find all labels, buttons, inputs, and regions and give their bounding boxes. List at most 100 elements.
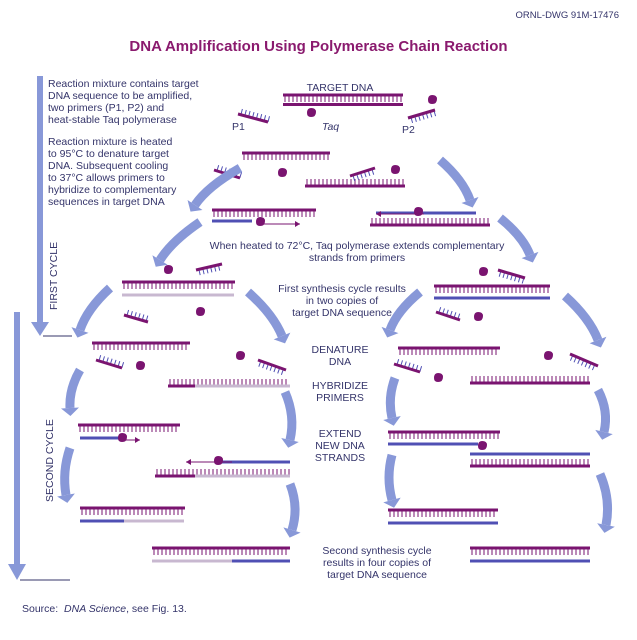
flow-arrow [60,446,75,496]
flow-arrow-head [57,493,75,503]
taq-polymerase-blob [164,265,173,274]
flow-arrow-head [283,527,301,538]
flow-arrow [65,367,84,409]
step3-line: When heated to 72°C, Taq polymerase exte… [209,240,505,252]
polymerase-direction-arrow-head [186,459,191,465]
primer-p2 [497,268,526,280]
taq-polymerase-blob [136,361,145,370]
flow-arrow [561,292,603,342]
source-prefix: Source: [22,603,59,615]
flow-arrow [385,376,400,419]
dna-strand-bases [471,376,589,383]
primer-p1 [95,358,123,370]
dna-strand-bases [435,286,549,293]
dna-strand [398,346,500,350]
flow-arrow-head [521,251,539,263]
primer-segment [388,442,478,446]
step4-line: target DNA sequence [292,307,392,319]
primer-segment [376,211,476,215]
new-dna-strand [152,559,232,563]
flow-arrow-head [461,197,479,208]
step5-line: Second synthesis cycle [322,545,432,557]
dna-strand [122,280,235,284]
primer-p1-bases [438,307,461,320]
dna-strand-bases [81,508,183,515]
taq-polymerase-blob [544,351,553,360]
taq-polymerase-blob [479,267,488,276]
dna-strand-bases [243,153,329,160]
step3-line: strands from primers [308,252,406,264]
step1-line: heat-stable Taq polymerase [48,114,177,126]
taq-polymerase-blob [414,207,423,216]
taq-polymerase-blob [196,307,205,316]
primer-p2-bases [258,360,284,375]
step2-line: Reaction mixture is heated [48,136,173,148]
primer-p2-bases [498,270,525,284]
step4-text: First synthesis cycle results in two cop… [262,283,422,319]
dna-strand-bases [93,343,187,350]
dna-strand-bases [213,210,315,217]
primer-segment [470,452,590,456]
dna-strand-bases [284,95,402,102]
polymerase-direction-arrow-head [376,211,381,217]
taq-polymerase-blob [256,217,265,226]
dna-strand-bases [156,469,290,476]
primer-p1 [435,310,461,322]
first-cycle-label: FIRST CYCLE [48,241,60,310]
dna-strand-bases [306,179,404,186]
second-cycle-arrowhead [8,564,26,580]
flow-arrow [191,164,243,208]
dna-strand [370,223,490,227]
new-dna-strand [195,384,290,388]
flow-arrow-head [383,497,401,508]
source-work: DNA Science [64,603,127,615]
hybridize-line: HYBRIDIZE [311,380,368,392]
first-cycle-bar [37,76,43,326]
primer-p1-label: P1 [232,121,245,133]
taq-polymerase-blob [307,108,316,117]
dna-strand [470,464,590,468]
primer-p1-bases [396,359,423,373]
primer-p1 [393,362,421,374]
step2-line: to 37°C allows primers to [48,172,165,184]
second-cycle-label: SECOND CYCLE [44,419,56,502]
drawing-id: ORNL-DWG 91M-17476 [515,10,619,21]
step5-line: results in four copies of [323,557,431,569]
flow-arrow [437,156,475,202]
dna-strand-bases [153,548,287,555]
second-cycle-bar [14,312,20,568]
step1-line: two primers (P1, P2) and [48,102,165,114]
taq-polymerase-blob [478,441,487,450]
dna-strand-bases [389,510,495,517]
step2-line: sequences in target DNA [48,196,165,208]
dna-strand [470,381,590,385]
flow-arrow [245,288,287,338]
dna-strand-bases [389,432,499,439]
primer-p2-bases [569,355,596,371]
polymerase-direction-arrow-head [295,221,300,227]
flow-arrow-head [597,523,615,533]
flow-arrow-head [589,336,607,348]
hybridize-line: PRIMERS [316,392,364,404]
step4-line: in two copies of [305,295,379,307]
flow-arrow [285,482,300,532]
dna-strand [212,208,316,212]
denature-line: DNA [328,356,352,368]
step2-text: Reaction mixture is heated to 95°C to de… [48,136,238,208]
extend-label: EXTEND NEW DNA STRANDS [295,428,385,464]
flow-arrow [497,214,535,257]
step5-line: target DNA sequence [327,569,427,581]
step1-line: Reaction mixture contains target [48,78,199,90]
dna-strand [152,546,290,550]
primer-segment [388,521,498,525]
new-dna-strand [195,474,290,478]
taq-polymerase-blob [434,373,443,382]
flow-arrow-head [383,416,401,426]
dna-strand-bases [399,348,497,355]
flow-arrow-head [273,332,291,344]
flow-arrow [156,218,203,263]
new-dna-strand [122,293,232,297]
primer-segment [212,219,252,223]
denature-line: DENATURE [311,344,369,356]
step2-line: DNA. Subsequent cooling [48,160,169,172]
